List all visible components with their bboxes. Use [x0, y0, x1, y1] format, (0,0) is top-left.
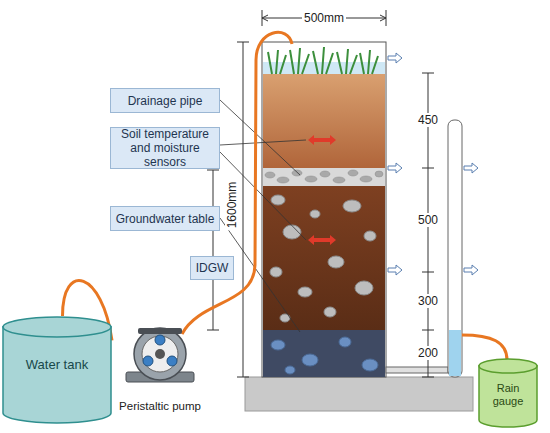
- text-holder: Peristaltic pump: [106, 400, 214, 412]
- dimension-label: 500mm: [302, 11, 346, 25]
- standpipe: [449, 330, 461, 376]
- standpipe: [386, 120, 462, 377]
- stones: [298, 287, 312, 297]
- standpipe: [448, 120, 462, 377]
- dimension-label: 300: [416, 294, 440, 308]
- pump-symbol: [167, 356, 177, 366]
- pump-symbol: [134, 328, 186, 380]
- outlet-arrow: [388, 163, 402, 173]
- groundwater-stones: [271, 340, 285, 350]
- gravel: [348, 170, 358, 176]
- groundwater-stones: [285, 366, 295, 374]
- grass: [290, 48, 309, 74]
- outlet-arrow: [388, 265, 402, 275]
- outlet-arrow: [464, 163, 478, 173]
- soil-column: [263, 330, 385, 377]
- water-tank: Water tank: [2, 316, 112, 424]
- pump-symbol: [138, 328, 182, 334]
- pump-symbol: [155, 349, 165, 359]
- soil-column: [262, 42, 386, 377]
- gravel: [305, 176, 317, 182]
- pump-symbol: [142, 336, 178, 372]
- outlet-arrow: [464, 265, 478, 275]
- stones: [328, 256, 344, 268]
- pump-symbol: [143, 356, 153, 366]
- groundwater-stones: [339, 337, 351, 347]
- gauge-outline: [479, 359, 537, 373]
- idgw-box: IDGW: [190, 256, 234, 280]
- dimension-label: 500: [416, 213, 440, 227]
- groundwater-stones: [271, 337, 378, 374]
- grass: [337, 49, 357, 74]
- gravel: [360, 176, 372, 182]
- node-label: Soil temperature and moisture sensors: [114, 127, 216, 169]
- base-slab: [245, 377, 473, 411]
- outlet-arrow: [388, 53, 478, 275]
- stones: [324, 307, 336, 317]
- water-tube: [182, 32, 507, 360]
- node-label: Rain gauge: [493, 382, 524, 407]
- grass: [268, 50, 286, 74]
- callout-box: Soil temperature and moisture sensors: [110, 127, 220, 169]
- stones: [270, 267, 282, 277]
- text-holder: Rain gauge: [486, 382, 530, 408]
- gravel: [265, 172, 275, 178]
- node-label: Peristaltic pump: [119, 400, 201, 412]
- gravel: [375, 171, 383, 177]
- soil-column: [263, 74, 385, 168]
- leader-line: [220, 152, 306, 240]
- text-holder: Water tank: [2, 357, 112, 372]
- callout-box: Drainage pipe: [110, 88, 220, 113]
- groundwater-stones: [362, 359, 378, 371]
- gravel: [277, 177, 289, 183]
- grass: [268, 47, 378, 74]
- stones: [364, 231, 376, 241]
- stones: [343, 200, 361, 212]
- node-label: IDGW: [196, 261, 229, 275]
- callout-box: Groundwater table: [110, 206, 220, 231]
- gravel: [265, 170, 383, 183]
- leader-line: [220, 140, 306, 145]
- grass: [360, 50, 378, 74]
- sensor-arrow: [308, 135, 336, 245]
- groundwater-stones: [302, 354, 318, 366]
- standpipe: [386, 367, 448, 373]
- node-label: Groundwater table: [116, 212, 215, 226]
- grass: [313, 47, 333, 74]
- dimension-line: [262, 10, 386, 26]
- soil-column: [263, 186, 385, 330]
- stones: [271, 195, 285, 205]
- node-label: Drainage pipe: [128, 94, 203, 108]
- gravel: [320, 171, 330, 177]
- tank-outline: [3, 317, 111, 337]
- water-tube: [182, 32, 292, 334]
- peristaltic-pump: Peristaltic pump: [112, 322, 208, 414]
- tank-outline: [3, 326, 111, 423]
- gravel: [333, 177, 345, 183]
- node-label: Water tank: [26, 357, 88, 372]
- pump-symbol: [112, 322, 208, 386]
- dimension-line: [237, 10, 434, 377]
- sensor-arrow: [308, 235, 336, 245]
- stones: [355, 281, 373, 295]
- dimension-label: 450: [416, 113, 440, 127]
- dimension-label: 200: [416, 346, 440, 360]
- outlet-arrow: [388, 53, 402, 63]
- gauge-outline: [479, 365, 537, 427]
- base-slab: [245, 377, 473, 411]
- soil-column: [262, 42, 386, 377]
- pump-symbol: [155, 335, 165, 345]
- gravel: [292, 170, 302, 176]
- dimension-label: 1600mm: [225, 180, 239, 231]
- soil-column: [263, 168, 385, 186]
- rain-gauge: Rain gauge: [478, 358, 538, 428]
- stones: [310, 210, 320, 218]
- sensor-arrow: [308, 135, 336, 145]
- stones: [270, 195, 376, 322]
- water-tube: [462, 335, 507, 360]
